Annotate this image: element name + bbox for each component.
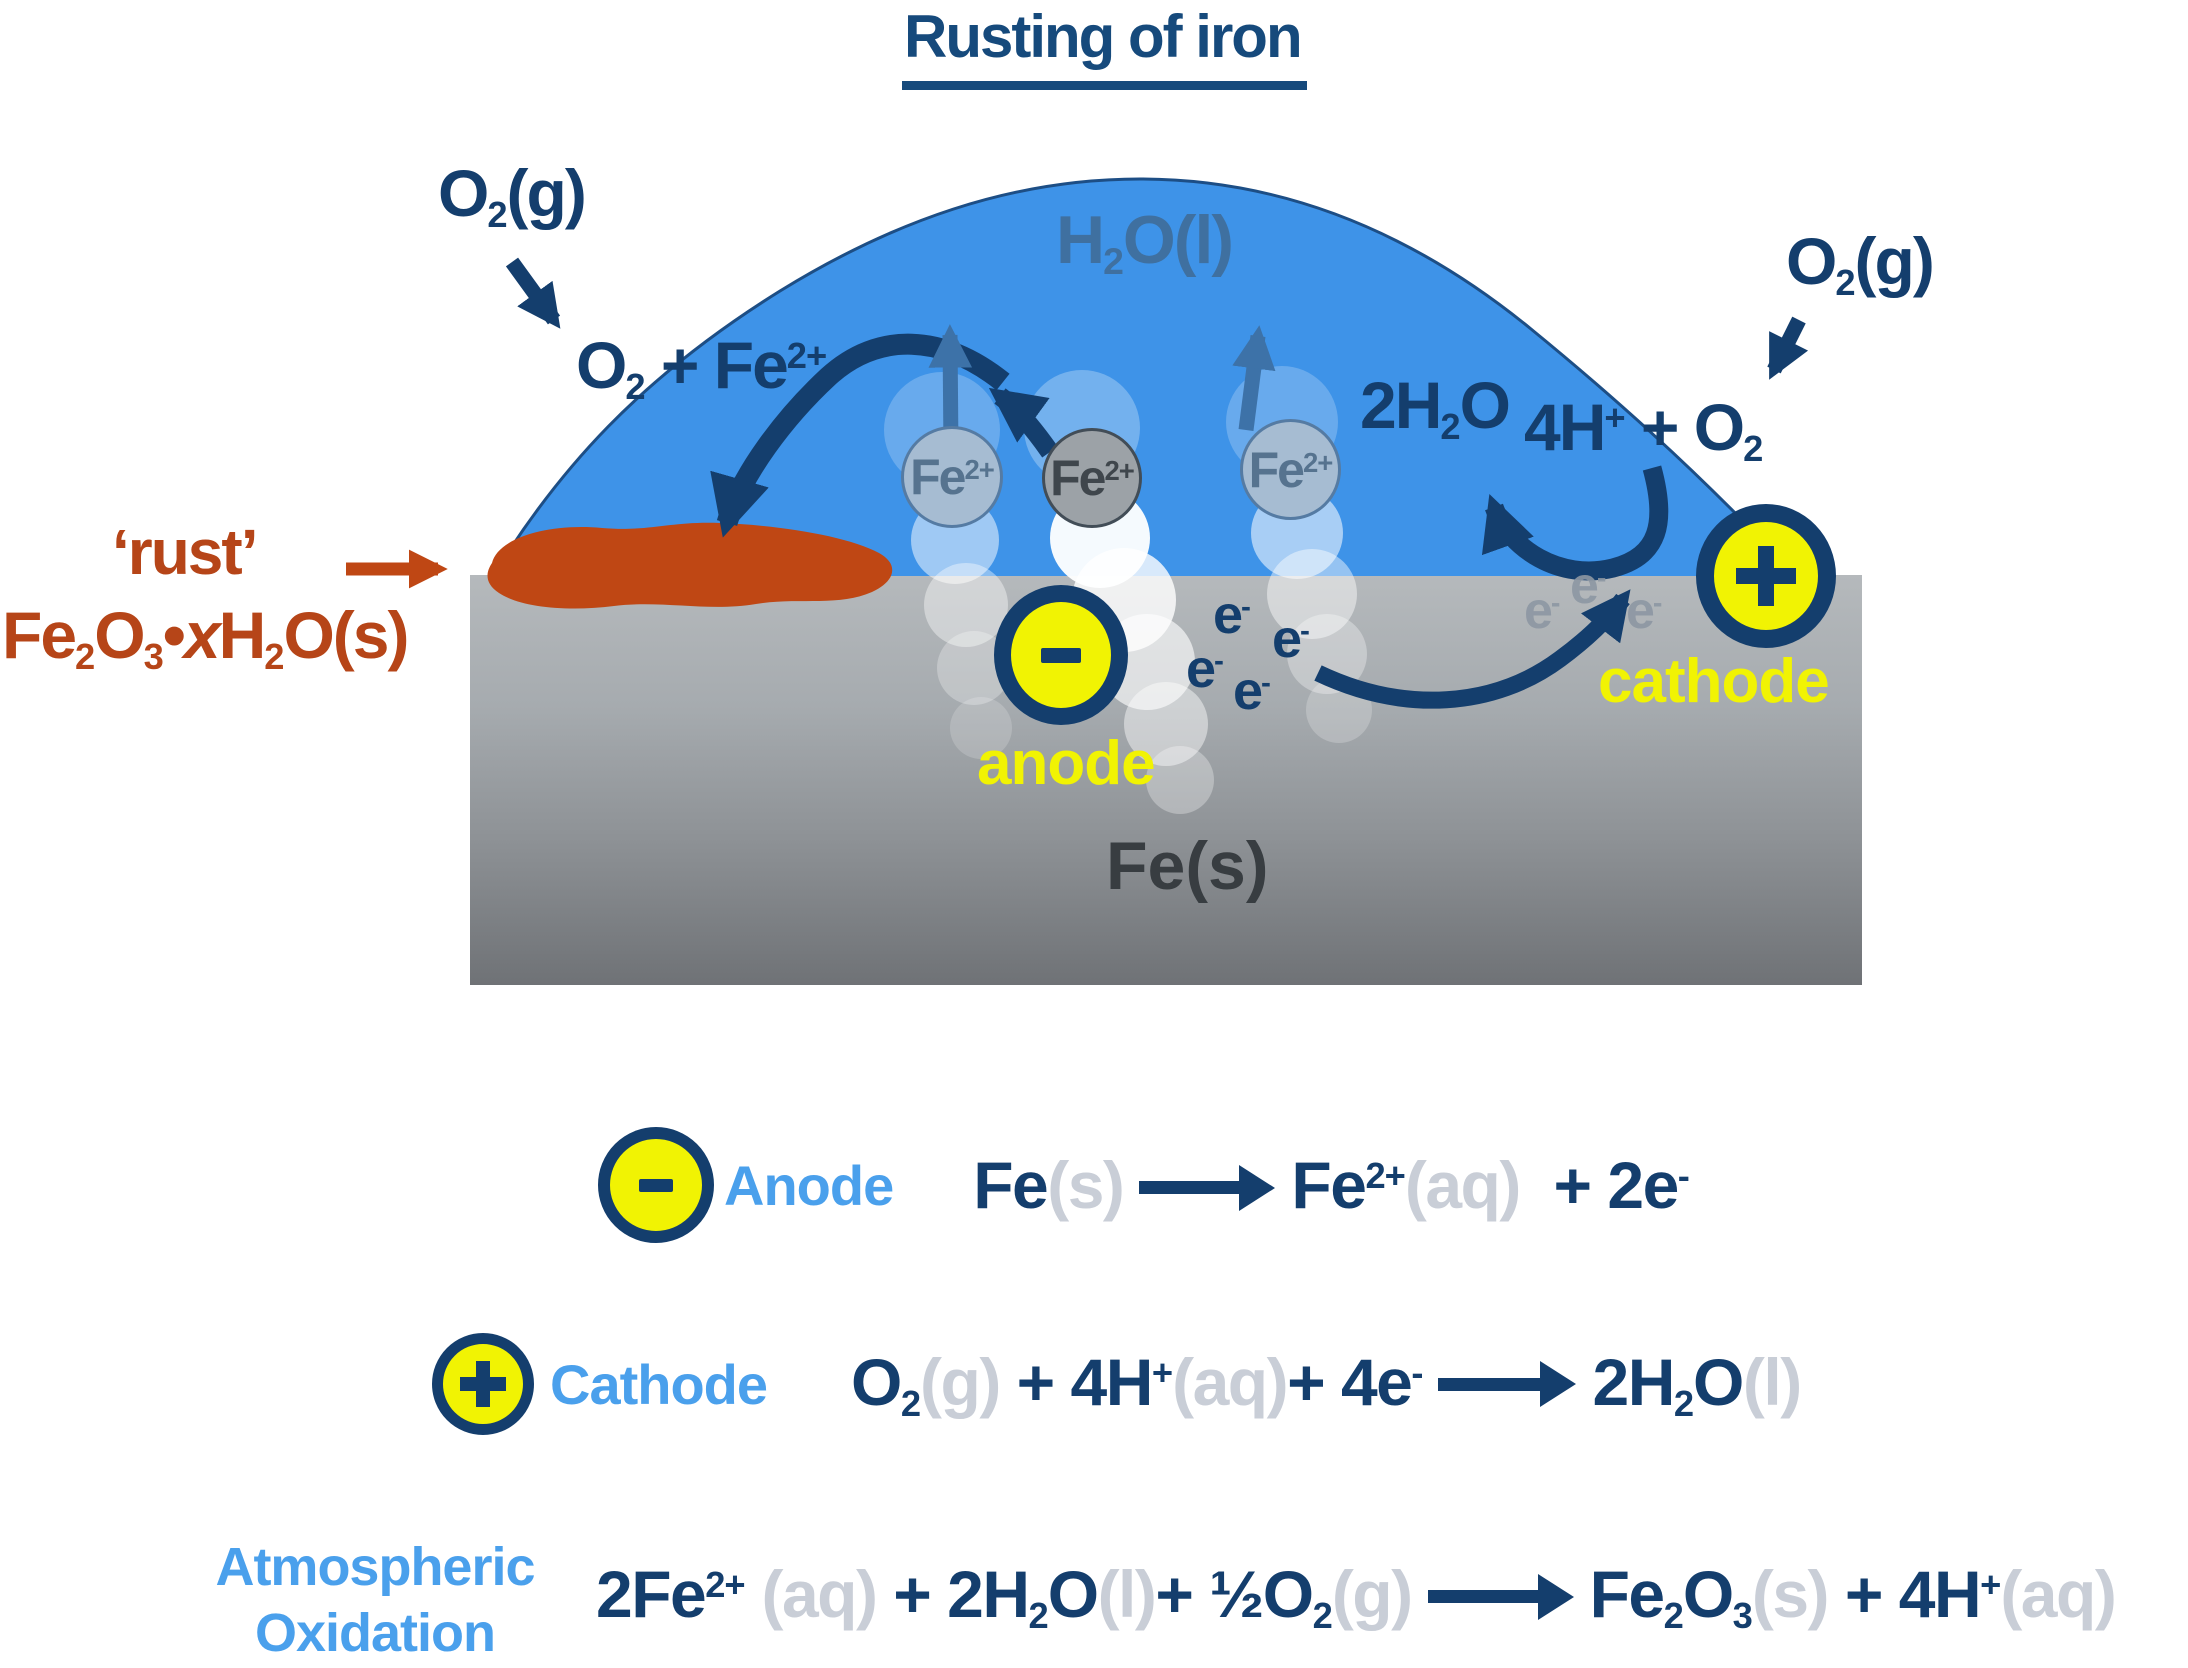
fe2-ion-label: Fe2+ [1248,441,1334,498]
electron-label: e- [1213,585,1251,645]
reaction-arrow [1139,1181,1242,1194]
fe-ion-to-o2-arrow [988,387,1058,458]
electron-label-gray: e- [1626,582,1662,640]
oxygen-gas-label-left: O2(g) [438,156,587,235]
cathode-label: cathode [1598,647,1830,716]
minus-symbol [1041,647,1081,663]
anode-label: anode [977,729,1156,798]
rust-formula-label: Fe2O3•xH2O(s) [2,598,409,677]
page-title: Rusting of iron [902,2,1307,90]
electron-label: e- [1233,661,1271,721]
iron-solid-label: Fe(s) [1106,828,1269,904]
cathode-equation-formula: O2(g) + 4H+(aq)+ 4e-2H2O(l) [851,1344,1802,1424]
four-h-plus-o2-label: 4H+ + O2 [1524,390,1763,469]
fe2-ion-label: Fe2+ [910,449,995,505]
cathode-equation-row: Cathode O2(g) + 4H+(aq)+ 4e-2H2O(l) [432,1332,1802,1436]
atmospheric-oxidation-label: Atmospheric Oxidation [180,1534,570,1666]
oxidation-line: Oxidation [254,1603,496,1663]
cathode-to-water-arrow [1481,465,1669,581]
electron-label: e- [1272,609,1310,669]
anode-electrode-circle [994,585,1128,725]
o2-in-arrow-left [505,257,561,329]
cathode-equation-label: Cathode [550,1352,768,1416]
water-liquid-label: H2O(l) [1056,202,1234,283]
oxygen-plus-iron-label: O2 + Fe2+ [576,328,827,407]
fe2-ion-circle: Fe2+ [1042,428,1142,528]
anode-equation-formula: Fe(s)Fe2+(aq) + 2e- [973,1148,1690,1222]
fe2-ion-label: Fe2+ [1050,450,1135,506]
rust-name-label: ‘rust’ [112,516,258,588]
fe2-ion-circle: Fe2+ [1240,419,1341,520]
plus-symbol [460,1361,506,1407]
anode-equation-label: Anode [724,1153,894,1217]
electron-label: e- [1186,639,1224,699]
fe2-ion-circle: Fe2+ [901,426,1003,528]
electron-label-gray: e- [1524,582,1560,640]
plus-symbol [1736,546,1796,606]
two-water-label: 2H2O [1360,368,1511,447]
oxygen-gas-label-right: O2(g) [1786,224,1935,303]
atmospheric-line: Atmospheric [215,1537,535,1597]
electron-label-gray: e- [1570,557,1606,615]
fe-ion-rise-arrow-right [1232,325,1276,431]
atmospheric-equation-formula: 2Fe2+ (aq) + 2H2O(l)+ ½O2(g)Fe2O3(s) + 4… [596,1557,2117,1636]
minus-symbol [639,1178,673,1192]
o2-in-arrow-right [1767,316,1809,380]
cathode-key-circle [432,1333,534,1435]
cathode-electrode-circle [1696,504,1836,648]
anode-key-circle [598,1127,714,1243]
reaction-arrow [1438,1377,1543,1391]
reaction-arrow [1427,1590,1540,1603]
anode-equation-row: Anode Fe(s)Fe2+(aq) + 2e- [598,1126,1690,1244]
